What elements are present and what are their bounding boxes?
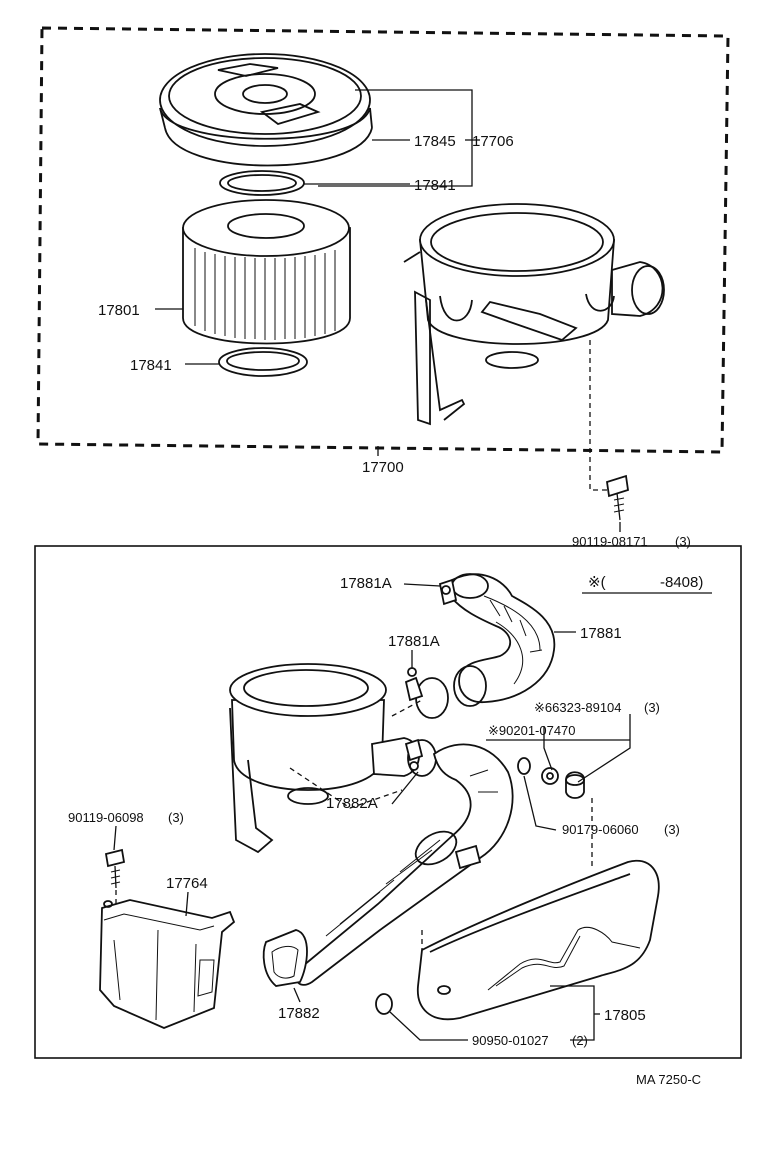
label-grommet: ※66323-89104: [534, 700, 622, 715]
filter-element: [182, 199, 351, 345]
inlet-duct: [262, 743, 514, 987]
label-bracket: 17764: [166, 875, 208, 892]
resonator: [417, 798, 660, 1021]
label-inlet: 17882: [278, 1005, 320, 1022]
note-serial: ※(: [588, 574, 606, 591]
bolt-upper: [606, 474, 629, 521]
label-assembly: 17700: [362, 459, 404, 476]
label-bolt-lower-qty: (3): [168, 810, 184, 825]
note-serial-end: -8408): [660, 574, 703, 591]
label-clamp-lower: 17882A: [326, 795, 378, 812]
label-resonator: 17805: [604, 1007, 646, 1024]
lower-assembly-group: [34, 545, 742, 1059]
lower-frame: [34, 545, 742, 1059]
label-grommet-qty: (3): [644, 700, 660, 715]
label-plug-qty: (2): [572, 1033, 588, 1048]
label-cushion: 90179-06060: [562, 822, 639, 837]
label-clamp-top: 17881A: [340, 575, 392, 592]
label-gasket-bottom: 17841: [130, 357, 172, 374]
label-plug: 90950-01027: [472, 1033, 549, 1048]
label-cap: 17845: [414, 133, 456, 150]
upper-assembly-group: [36, 26, 730, 532]
label-bolt-lower: 90119-06098: [68, 810, 144, 825]
label-cushion-qty: (3): [664, 822, 680, 837]
diagram-code: MA 7250-C: [636, 1072, 701, 1087]
label-hose: 17881: [580, 625, 622, 642]
hose: [451, 573, 556, 707]
assembly-boundary-dashed: [36, 26, 730, 454]
air-cleaner-lower: [229, 663, 423, 854]
clamp-lower: [404, 738, 437, 777]
label-collar: ※90201-07470: [488, 723, 576, 738]
label-clamp-mid: 17881A: [388, 633, 440, 650]
air-cleaner-case: [403, 203, 665, 426]
label-element: 17801: [98, 302, 140, 319]
bolt-guide-line: [589, 340, 607, 491]
clamp-top: [438, 578, 458, 606]
grommet-set: [517, 757, 585, 799]
clamp-mid: [404, 667, 449, 719]
bracket: [99, 899, 236, 1029]
label-cap-assy: 17706: [472, 133, 514, 150]
bolt-lower: [104, 848, 126, 889]
air-cleaner-cap: [159, 53, 373, 167]
plug: [375, 993, 393, 1015]
label-gasket-top: 17841: [414, 177, 456, 194]
